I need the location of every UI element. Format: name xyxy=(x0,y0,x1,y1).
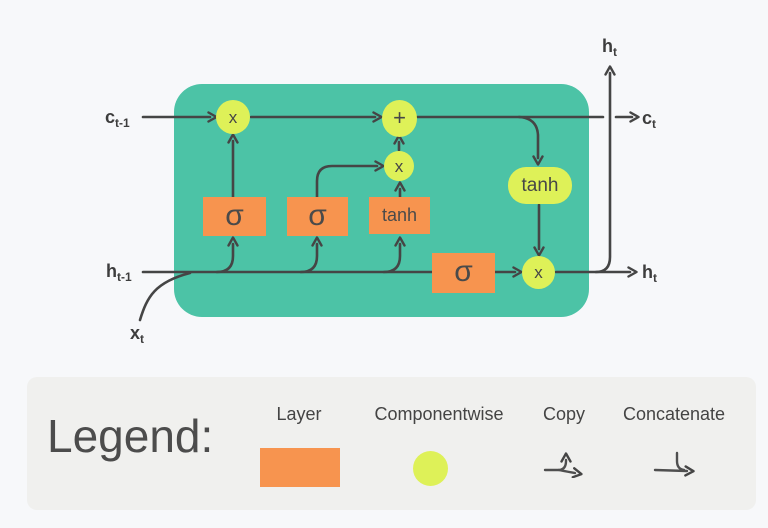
cell-add-op: + xyxy=(382,100,417,137)
label-h-out-top-sub: t xyxy=(613,45,617,59)
wire-branch-tanhbox xyxy=(382,236,406,274)
output-gate-sigma-layer: σ xyxy=(432,253,495,293)
copy-icon xyxy=(543,452,583,478)
wire-h-out-up xyxy=(594,65,616,274)
componentwise-swatch xyxy=(413,451,448,486)
wire-sigma2-to-modulate xyxy=(315,160,385,199)
wire-branch-sigma1 xyxy=(215,236,239,274)
legend-panel xyxy=(27,377,756,510)
label-c-out-sub: t xyxy=(652,117,657,131)
label-h-prev-main: h xyxy=(106,261,117,281)
label-x-in: xt xyxy=(130,323,145,346)
legend-label-concatenate: Concatenate xyxy=(622,404,726,424)
label-h-out-right: ht xyxy=(642,262,657,285)
legend-label-copy: Copy xyxy=(542,404,586,424)
label-c-prev-main: c xyxy=(105,107,116,127)
wire-branch-sigma2 xyxy=(299,236,323,274)
label-c-out-main: c xyxy=(642,108,653,128)
output-multiply-op: x xyxy=(522,256,555,289)
label-c-prev: ct-1 xyxy=(105,107,130,130)
wire-xt-merge xyxy=(138,271,192,322)
legend-label-layer: Layer xyxy=(276,404,322,424)
forget-multiply-op: x xyxy=(216,100,250,134)
forget-gate-sigma-layer: σ xyxy=(203,197,266,236)
label-h-out-right-main: h xyxy=(642,262,653,282)
label-c-prev-sub: t-1 xyxy=(115,116,130,130)
layer-swatch xyxy=(260,448,340,487)
concatenate-icon xyxy=(653,451,695,477)
input-multiply-op: x xyxy=(384,151,414,181)
label-h-out-top: ht xyxy=(602,36,617,59)
label-h-out-right-sub: t xyxy=(653,271,657,285)
label-h-out-top-main: h xyxy=(602,36,613,56)
label-c-out: ct xyxy=(642,108,657,131)
input-gate-sigma-layer: σ xyxy=(287,197,348,236)
label-h-prev: ht-1 xyxy=(106,261,132,284)
legend-title: Legend: xyxy=(47,410,214,462)
wire-branch-to-tanh-pill xyxy=(517,115,544,166)
label-x-in-main: x xyxy=(130,323,141,343)
tanh-pointwise-op: tanh xyxy=(508,167,572,204)
candidate-tanh-layer: tanh xyxy=(369,197,430,234)
label-h-prev-sub: t-1 xyxy=(117,270,132,284)
label-x-in-sub: t xyxy=(140,332,145,346)
legend-label-componentwise: Componentwise xyxy=(374,404,504,424)
